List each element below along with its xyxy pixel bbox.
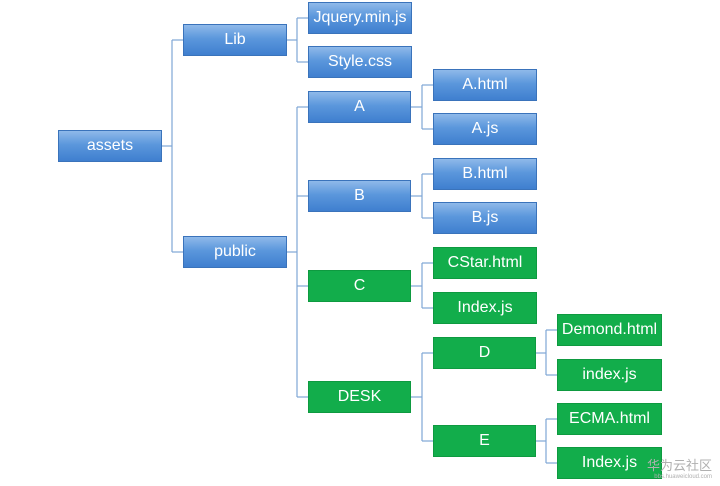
node-a-html: A.html [433,69,537,101]
node-desk: DESK [308,381,411,413]
node-assets: assets [58,130,162,162]
node-d: D [433,337,536,369]
node-style-css: Style.css [308,46,412,78]
node-a: A [308,91,411,123]
node-cstar-html: CStar.html [433,247,537,279]
node-c: C [308,270,411,302]
node-jquery-min-js: Jquery.min.js [308,2,412,34]
watermark-url: bbs.huaweicloud.com [654,474,712,480]
node-a-js: A.js [433,113,537,145]
watermark-text: 华为云社区 [646,458,712,473]
node-lib: Lib [183,24,287,56]
node-c-index-js: Index.js [433,292,537,324]
node-demond-html: Demond.html [557,314,662,346]
node-e: E [433,425,536,457]
node-e-index-js: Index.js [557,447,662,479]
node-public: public [183,236,287,268]
node-b: B [308,180,411,212]
node-ecma-html: ECMA.html [557,403,662,435]
node-b-html: B.html [433,158,537,190]
watermark: 华为云社区 bbs.huaweicloud.com [647,455,712,480]
node-b-js: B.js [433,202,537,234]
node-d-index-js: index.js [557,359,662,391]
